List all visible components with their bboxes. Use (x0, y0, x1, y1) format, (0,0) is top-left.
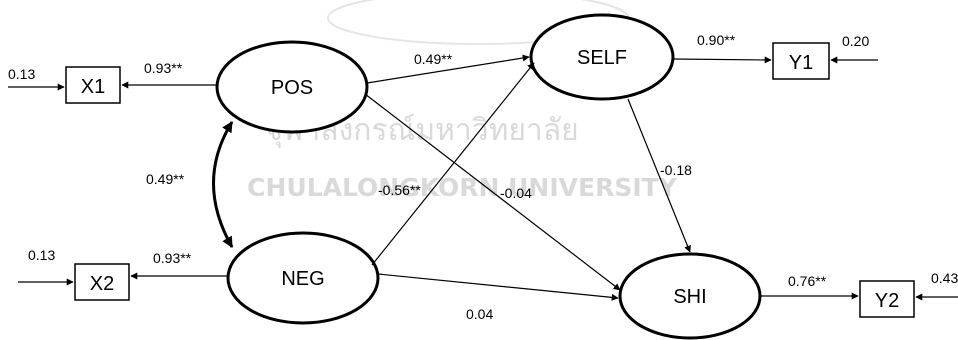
pos-label: POS (271, 77, 313, 99)
neg-ellipse (226, 231, 380, 325)
arrow-self-shi (627, 98, 691, 253)
coef-pos-x1: 0.93** (144, 60, 183, 76)
x2-label: X2 (90, 273, 114, 295)
neg-label: NEG (281, 268, 324, 290)
arrow-pos-shi (364, 93, 621, 291)
coef-x2-error: 0.13 (28, 247, 55, 263)
y1-box (772, 42, 830, 80)
x2-box (74, 263, 130, 301)
arrow-neg-self (371, 62, 535, 266)
y2-box (859, 280, 915, 318)
coef-neg-self: -0.56** (378, 182, 421, 198)
coef-self-y1: 0.90** (697, 32, 736, 48)
y2-label: Y2 (875, 290, 899, 312)
y1-label: Y1 (789, 52, 813, 74)
coef-y1-error: 0.20 (842, 33, 869, 49)
self-label: SELF (577, 47, 627, 69)
coef-neg-shi: 0.04 (466, 306, 493, 322)
arrow-pos-neg-covariance (212, 121, 234, 248)
x1-box (65, 66, 121, 104)
coef-pos-self: 0.49** (414, 51, 453, 67)
coef-y2-error: 0.43 (931, 270, 958, 286)
coef-pos-neg: 0.49** (146, 171, 185, 187)
coef-x1-error: 0.13 (8, 66, 35, 82)
shi-label: SHI (673, 286, 706, 308)
coef-pos-shi: -0.04 (500, 185, 532, 201)
arrow-neg-shi (377, 273, 619, 301)
arrow-pos-self (366, 54, 530, 84)
x1-label: X1 (81, 76, 105, 98)
watermark-english-text: CHULALONGKORN UNIVERSITY (247, 173, 678, 202)
coef-shi-y2: 0.76** (788, 273, 827, 289)
pos-ellipse (215, 40, 369, 134)
self-ellipse (529, 13, 675, 101)
arrow-self-y1 (672, 56, 772, 64)
coef-self-shi: -0.18 (660, 162, 692, 178)
coef-neg-x2: 0.93** (153, 250, 192, 266)
